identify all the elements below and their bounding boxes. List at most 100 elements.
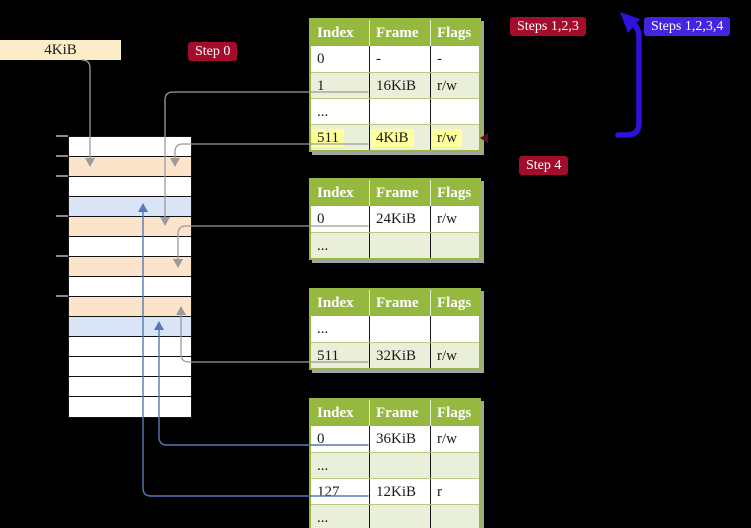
column-header: Flags <box>430 400 479 426</box>
table-cell <box>430 233 479 258</box>
memory-tick-5 <box>56 255 68 257</box>
memory-row-9 <box>69 297 191 317</box>
column-header: Flags <box>430 20 479 46</box>
column-header: Frame <box>369 180 430 206</box>
table-cell: r/w <box>430 125 479 150</box>
table-cell: 12KiB <box>369 479 430 504</box>
highlighted-value: r/w <box>432 129 462 147</box>
highlighted-value: 511 <box>312 129 344 147</box>
column-header: Frame <box>369 290 430 316</box>
table-cell: 32KiB <box>369 343 430 368</box>
memory-tick-1 <box>56 135 68 137</box>
memory-row-10 <box>69 317 191 337</box>
table-cell: r <box>430 479 479 504</box>
table-row: ... <box>311 504 479 528</box>
table-cell: 4KiB <box>369 125 430 150</box>
arrowhead-upleft-icon <box>620 12 640 33</box>
column-header: Frame <box>369 400 430 426</box>
table-cell: 0 <box>317 211 325 227</box>
table-row: ... <box>311 98 479 124</box>
column-header: Flags <box>430 290 479 316</box>
table-cell: ... <box>317 458 329 474</box>
table-cell <box>369 505 430 528</box>
table-cell: 511 <box>311 125 369 150</box>
table-cell: 0 <box>317 51 325 67</box>
table-cell <box>369 453 430 478</box>
table-cell: 24KiB <box>369 206 430 232</box>
table-cell: 127 <box>317 484 340 500</box>
table-cell: ... <box>317 321 329 337</box>
column-header: Flags <box>430 180 479 206</box>
memory-row-8 <box>69 277 191 297</box>
memory-row-3 <box>69 177 191 197</box>
table-cell <box>430 316 479 342</box>
table-cell: r/w <box>430 73 479 98</box>
memory-tick-4 <box>56 215 68 217</box>
memory-row-6 <box>69 237 191 257</box>
step-0-badge: Step 0 <box>188 42 238 61</box>
table-cell <box>430 99 479 124</box>
memory-row-5 <box>69 217 191 237</box>
table-cell <box>430 453 479 478</box>
memory-row-2 <box>69 157 191 177</box>
table-cell <box>369 99 430 124</box>
table-cell: 36KiB <box>369 426 430 452</box>
column-header: Index <box>317 405 354 421</box>
table-cell: r/w <box>430 206 479 232</box>
table-cell: ... <box>317 510 329 526</box>
steps-1234-arrow <box>615 12 642 138</box>
memory-row-14 <box>69 397 191 417</box>
table-cell: r/w <box>430 426 479 452</box>
table-row: ... <box>311 232 479 258</box>
column-header: Index <box>317 295 354 311</box>
page-size-label: 4KiB <box>0 40 121 60</box>
thick-blue-arrow <box>615 19 642 138</box>
table-cell: ... <box>317 104 329 120</box>
table-row: ... <box>311 316 479 342</box>
table-cell: 16KiB <box>369 73 430 98</box>
memory-tick-6 <box>56 295 68 297</box>
table-cell: 511 <box>317 348 339 364</box>
table-cell: - <box>369 46 430 72</box>
memory-row-12 <box>69 357 191 377</box>
step-4-badge: Step 4 <box>519 156 569 175</box>
column-header: Index <box>317 25 354 41</box>
memory-row-11 <box>69 337 191 357</box>
table-cell <box>430 505 479 528</box>
column-header: Frame <box>369 20 430 46</box>
table-row: 511 4KiB r/w <box>311 124 479 150</box>
table-cell: - <box>430 46 479 72</box>
table-cell: 1 <box>317 78 325 94</box>
table-row: ... <box>311 452 479 478</box>
memory-row-13 <box>69 377 191 397</box>
memory-tick-3 <box>56 175 68 177</box>
memory-row-4 <box>69 197 191 217</box>
column-header: Index <box>317 185 354 201</box>
steps-123-badge: Steps 1,2,3 <box>510 17 586 36</box>
memory-row-1 <box>69 137 191 157</box>
memory-column <box>68 136 192 418</box>
table-cell <box>369 316 430 342</box>
highlighted-value: 4KiB <box>371 129 414 147</box>
arrowhead-left-icon <box>480 133 488 143</box>
table-cell: 0 <box>317 431 325 447</box>
table-cell <box>369 233 430 258</box>
memory-tick-2 <box>56 155 68 157</box>
table-row: 0 -- <box>311 46 479 72</box>
memory-row-7 <box>69 257 191 277</box>
table-cell: ... <box>317 238 329 254</box>
steps-1234-badge: Steps 1,2,3,4 <box>644 17 731 36</box>
